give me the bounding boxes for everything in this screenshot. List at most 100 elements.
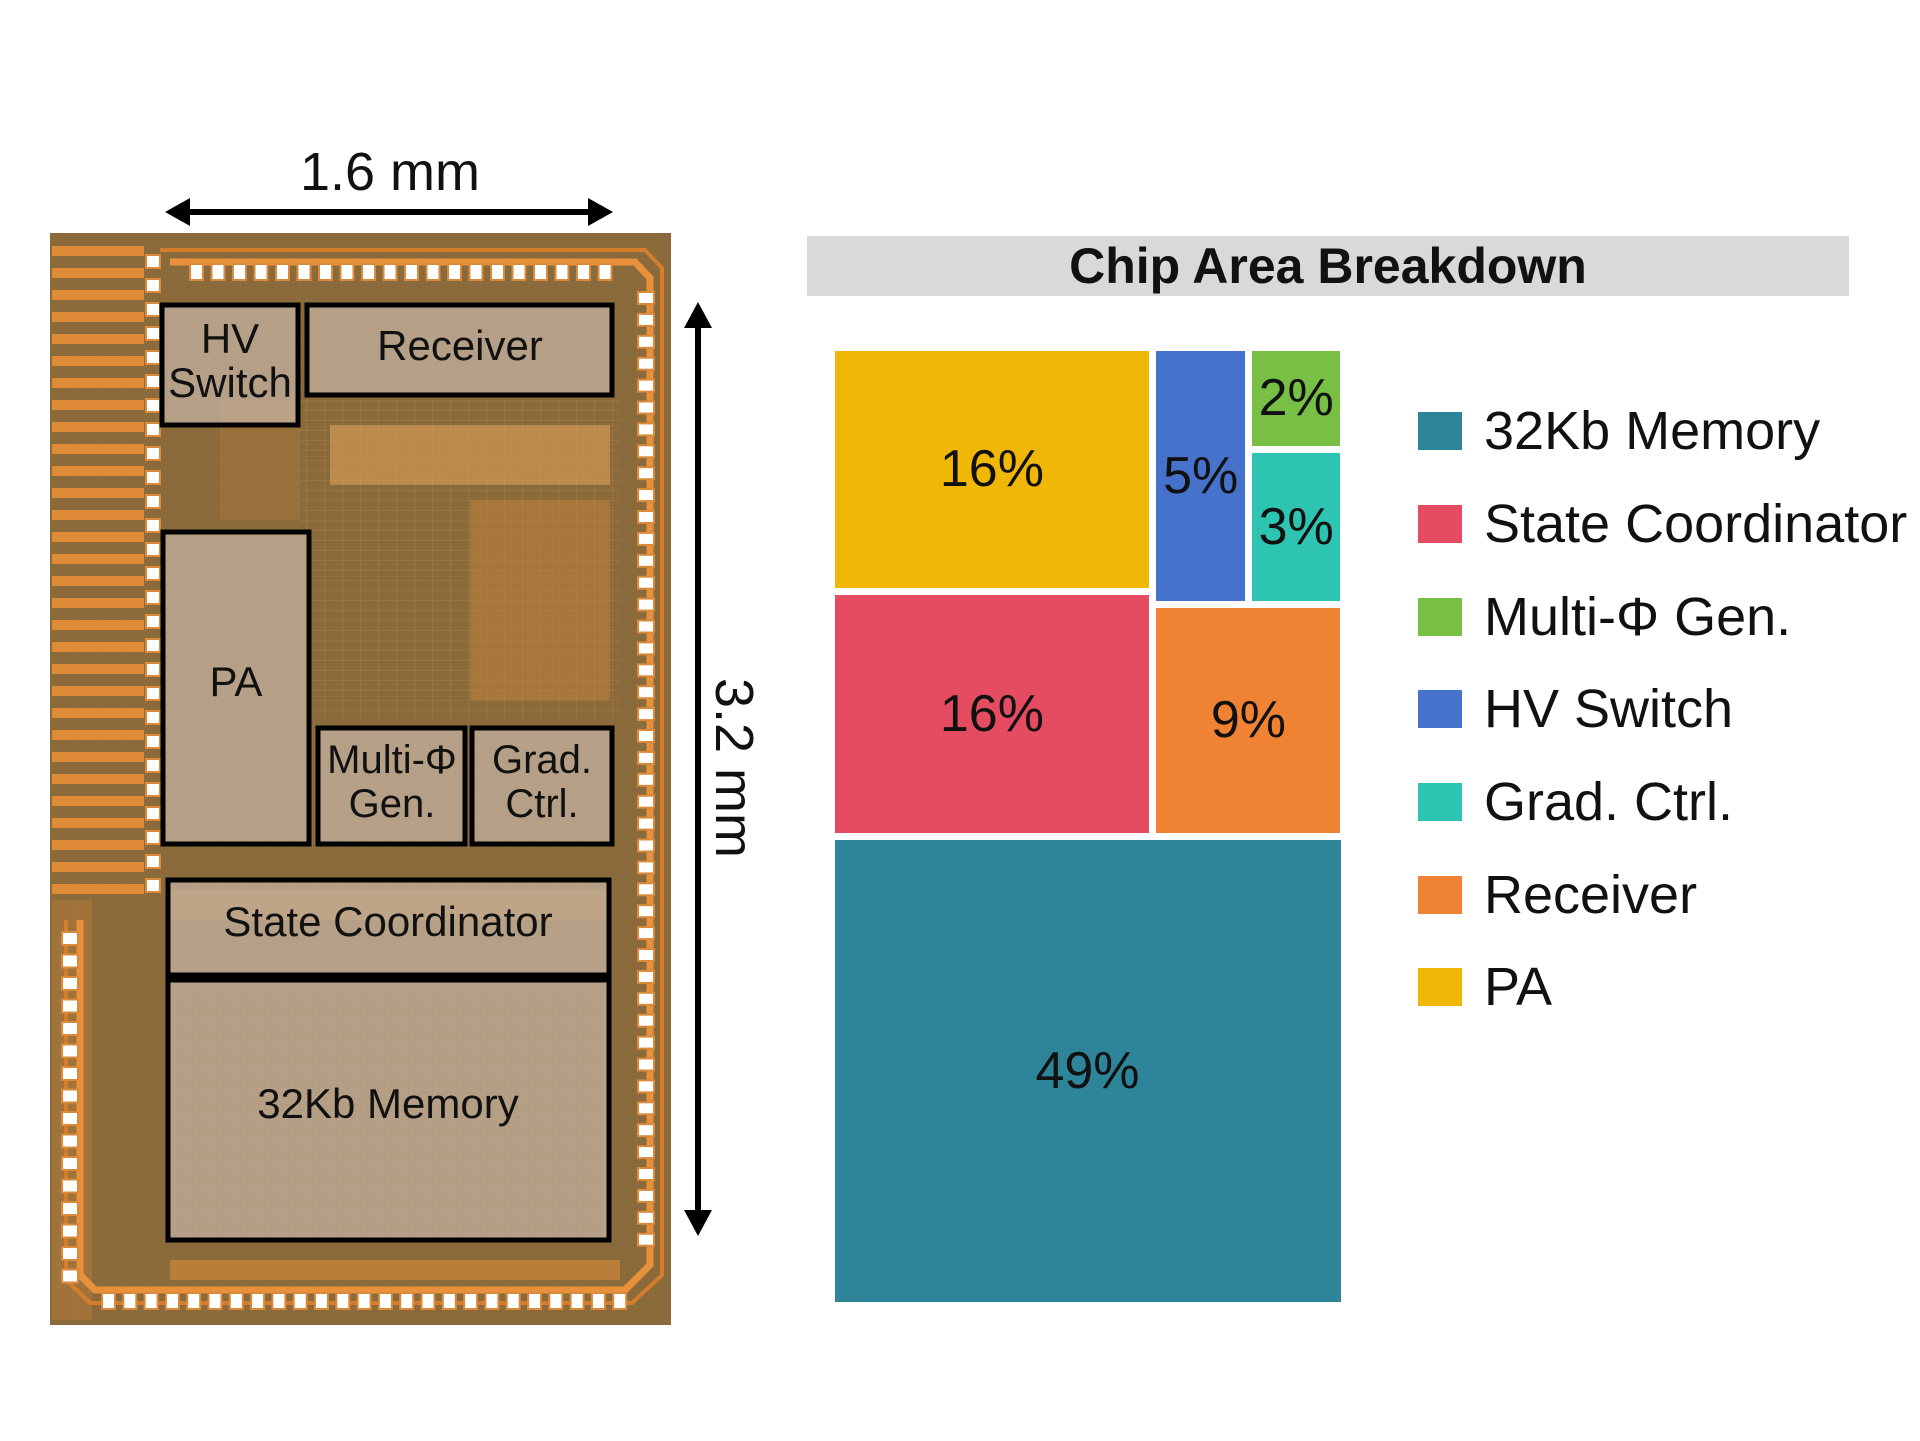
bond-pad <box>576 263 591 281</box>
bond-pad <box>637 1013 655 1028</box>
bond-pad <box>101 1292 116 1310</box>
treemap-tile-label: 2% <box>1258 369 1334 428</box>
bond-pad <box>637 816 655 831</box>
bond-pad <box>296 263 312 281</box>
bond-pad <box>361 263 376 281</box>
bond-pad <box>61 1156 79 1171</box>
legend-label: PA <box>1484 957 1553 1018</box>
bond-pad <box>145 470 161 485</box>
receiver-label: Receiver <box>377 322 543 369</box>
bond-pad <box>637 422 655 437</box>
treemap-tile-grad-ctrl: 3% <box>1251 453 1341 601</box>
block-memory: 32Kb Memory <box>165 977 612 1243</box>
bond-pad <box>420 1292 436 1310</box>
bond-pad <box>335 1292 351 1310</box>
bond-pad <box>637 575 655 590</box>
multi-phi-label-1: Multi-Φ <box>327 738 457 782</box>
legend-item-receiver: Receiver <box>1418 848 1898 941</box>
bond-pad <box>637 510 655 524</box>
bond-pad <box>425 263 441 281</box>
bond-pad <box>490 263 505 281</box>
bond-pad <box>447 263 462 281</box>
legend-swatch <box>1418 875 1462 914</box>
bond-pad <box>637 400 655 415</box>
bond-pad <box>612 1292 628 1310</box>
pa-label: PA <box>210 658 263 705</box>
block-hv-switch: HV Switch <box>159 302 301 428</box>
bond-pad <box>143 1292 159 1310</box>
bond-pad <box>637 553 655 568</box>
bond-pad <box>210 263 226 281</box>
treemap-tile-label: 49% <box>1035 1042 1140 1101</box>
bond-pad <box>637 641 655 656</box>
legend-item-grad-ctrl: Grad. Ctrl. <box>1418 756 1898 849</box>
bond-pad <box>637 729 655 743</box>
bond-pad <box>186 1292 202 1310</box>
height-dimension: 3.2 mm <box>684 302 764 1236</box>
bond-pad <box>145 638 161 653</box>
hv-switch-label-1: HV <box>201 315 259 362</box>
bond-pad <box>637 663 655 678</box>
bond-pad <box>569 1292 585 1310</box>
bond-pad <box>637 948 655 962</box>
grad-ctrl-label-1: Grad. <box>492 738 592 782</box>
bond-pad <box>356 1292 372 1310</box>
memory-label: 32Kb Memory <box>257 1080 518 1127</box>
treemap-tile-label: 9% <box>1210 691 1286 750</box>
left-comb <box>52 240 144 900</box>
treemap-tile-label: 16% <box>939 684 1044 743</box>
bond-pad <box>637 685 655 700</box>
bond-pad <box>597 263 613 281</box>
bond-pad <box>145 254 161 269</box>
bond-pad <box>61 1201 79 1216</box>
legend-swatch <box>1418 690 1462 729</box>
bond-pad <box>61 998 79 1014</box>
bond-pad <box>637 904 655 919</box>
legend-item-state-coordinator: State Coordinator <box>1418 478 1907 571</box>
bond-pad <box>637 1101 655 1116</box>
bond-pad <box>377 1292 393 1310</box>
bond-pad <box>441 1292 457 1310</box>
legend-item-pa: PA <box>1418 941 1898 1034</box>
bond-pad <box>253 263 269 281</box>
bond-pad <box>511 263 527 281</box>
legend-label: HV Switch <box>1484 679 1734 740</box>
bond-pad <box>145 278 161 293</box>
bond-pad <box>145 422 161 437</box>
legend-label: Receiver <box>1484 864 1698 925</box>
bond-pad <box>164 1292 180 1310</box>
bond-pad <box>484 1292 500 1310</box>
bond-pad <box>61 1223 79 1239</box>
bond-pad <box>637 466 655 481</box>
ring-trace <box>76 258 654 1294</box>
bond-pad <box>637 707 655 722</box>
bond-pad <box>637 597 655 612</box>
bond-pad <box>404 263 419 281</box>
bond-pad <box>637 882 655 897</box>
bond-pad <box>145 854 161 869</box>
bond-pad <box>637 334 655 349</box>
bond-pad <box>637 1167 655 1181</box>
bond-pad <box>637 356 655 371</box>
bond-pad <box>382 263 398 281</box>
bond-pad <box>637 750 655 765</box>
bond-pad <box>637 444 655 459</box>
bond-pad <box>61 931 79 946</box>
bond-pad <box>145 878 161 893</box>
bond-pad <box>207 1292 223 1310</box>
bond-pad <box>232 263 247 281</box>
bond-pad <box>145 614 161 629</box>
legend-label: State Coordinator <box>1484 494 1908 555</box>
bond-pad <box>637 926 655 941</box>
legend-swatch <box>1418 505 1462 544</box>
bond-pad <box>548 1292 564 1310</box>
legend-item-32kb-memory: 32Kb Memory <box>1418 385 1898 478</box>
bond-pad <box>145 686 161 701</box>
treemap-tile-32kb-memory: 49% <box>834 839 1341 1303</box>
bond-pad <box>61 1268 79 1284</box>
bond-pad <box>61 1088 79 1104</box>
bond-pad <box>637 619 655 634</box>
